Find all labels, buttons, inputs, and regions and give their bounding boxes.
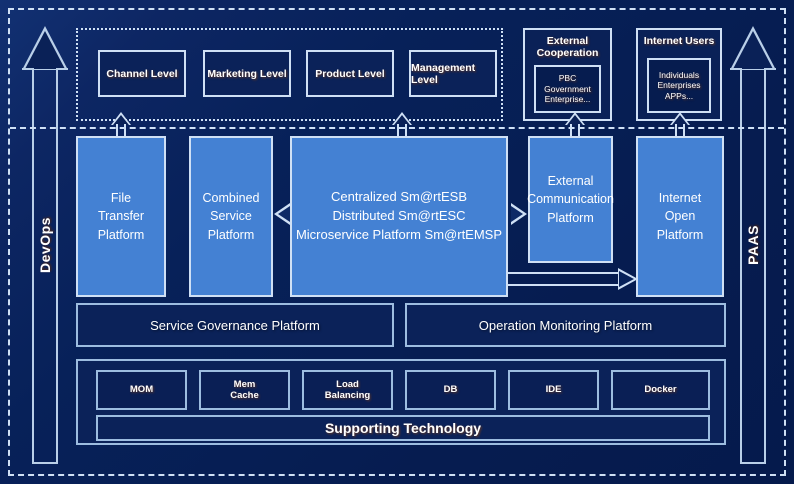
actor-detail-box: PBC Government Enterprise... — [534, 65, 601, 113]
consumer-levels-group: Channel Level Marketing Level Product Le… — [76, 28, 503, 121]
platform-line-1: Internet — [658, 191, 702, 206]
actor-detail-line1: PBC Government — [544, 73, 591, 94]
platform-internet-open[interactable]: Internet Open Platform — [636, 136, 724, 297]
arrow-notch-right — [766, 68, 776, 70]
level-box-management[interactable]: Management Level — [409, 50, 497, 97]
actor-detail-line1: Individuals — [658, 69, 700, 80]
platform-line-3: Microservice Platform Sm@rtEMSP — [295, 226, 503, 242]
platform-external-communication[interactable]: External Communication Platform — [527, 136, 614, 263]
platform-line-3: Platform — [207, 227, 255, 242]
paas-label: PAAS — [745, 225, 761, 265]
arrow-shaft — [740, 68, 766, 464]
platform-line-2: Distributed Sm@rtESC — [332, 208, 466, 224]
tech-line-2: Balancing — [324, 390, 371, 401]
governance-operation-monitoring[interactable]: Operation Monitoring Platform — [405, 303, 726, 347]
arrow-bus-to-combined-icon — [274, 203, 292, 225]
supporting-technology-bar: Supporting Technology — [96, 415, 710, 441]
actor-title: External Cooperation — [525, 35, 610, 59]
platform-line-2: Communication — [527, 192, 614, 207]
tech-line-1: Docker — [644, 384, 677, 396]
arrow-notch-right — [58, 68, 68, 70]
actor-internet-users[interactable]: Internet Users Individuals Enterprises A… — [636, 28, 722, 121]
devops-arrow: DevOps — [22, 26, 68, 464]
connector-arrow-up-channel — [111, 112, 131, 142]
paas-arrow: PAAS — [730, 26, 776, 464]
platform-line-1: Combined — [202, 191, 260, 206]
platform-line-3: Platform — [547, 210, 594, 225]
platform-line-1: File — [110, 191, 132, 206]
platform-line-2: Transfer — [97, 209, 145, 224]
arrow-head-inner — [733, 31, 773, 69]
tech-line-1: IDE — [545, 384, 562, 396]
arrow-head-inner — [25, 31, 65, 69]
tech-box-mem-cache[interactable]: Mem Cache — [199, 370, 290, 410]
arrow-bus-to-internet-open — [508, 268, 638, 290]
platform-integration-bus[interactable]: Centralized Sm@rtESB Distributed Sm@rtES… — [290, 136, 508, 297]
actor-external-cooperation[interactable]: External Cooperation PBC Government Ente… — [523, 28, 612, 121]
connector-arrow-up-internet — [670, 112, 690, 142]
tech-line-1: Load — [336, 378, 359, 390]
tech-box-mom[interactable]: MOM — [96, 370, 187, 410]
actor-title: Internet Users — [638, 35, 720, 47]
arrow-notch-left — [22, 68, 32, 70]
tech-box-db[interactable]: DB — [405, 370, 496, 410]
platform-line-1: External — [547, 174, 594, 189]
arrow-notch-left — [730, 68, 740, 70]
actor-detail-line3: APPs... — [664, 90, 694, 101]
actor-title-line1: Internet Users — [643, 35, 715, 47]
tech-box-load-balancing[interactable]: Load Balancing — [302, 370, 393, 410]
actor-detail-box: Individuals Enterprises APPs... — [647, 58, 711, 113]
platform-line-2: Service — [210, 209, 252, 224]
platform-file-transfer[interactable]: File Transfer Platform — [76, 136, 166, 297]
platform-line-3: Platform — [97, 227, 145, 242]
platform-line-1: Centralized Sm@rtESB — [330, 189, 468, 205]
tech-line-2: Cache — [230, 390, 259, 401]
connector-arrow-up-external — [565, 112, 585, 142]
platform-combined-service[interactable]: Combined Service Platform — [189, 136, 273, 297]
outer-dashed-frame — [8, 8, 786, 476]
arrow-shaft — [32, 68, 58, 464]
level-box-channel[interactable]: Channel Level — [98, 50, 186, 97]
actor-title-line1: External — [546, 35, 589, 47]
actor-title-line2: Cooperation — [536, 47, 599, 60]
actor-detail-line2: Enterprise... — [544, 94, 591, 105]
tech-line-1: MOM — [129, 384, 154, 396]
devops-label: DevOps — [37, 217, 53, 273]
connector-arrow-up-bus — [392, 112, 412, 142]
arrow-bus-to-external-icon — [509, 203, 527, 225]
level-box-marketing[interactable]: Marketing Level — [203, 50, 291, 97]
tech-line-1: Mem — [233, 378, 256, 390]
governance-service-platform[interactable]: Service Governance Platform — [76, 303, 394, 347]
tech-box-ide[interactable]: IDE — [508, 370, 599, 410]
level-box-product[interactable]: Product Level — [306, 50, 394, 97]
platform-line-2: Open — [664, 209, 696, 224]
tech-line-1: DB — [443, 384, 458, 396]
supporting-technology-panel: MOM Mem Cache Load Balancing DB IDE — [76, 359, 726, 445]
platform-line-3: Platform — [656, 227, 704, 242]
tech-box-docker[interactable]: Docker — [611, 370, 710, 410]
actor-detail-line2: Enterprises — [657, 80, 701, 91]
